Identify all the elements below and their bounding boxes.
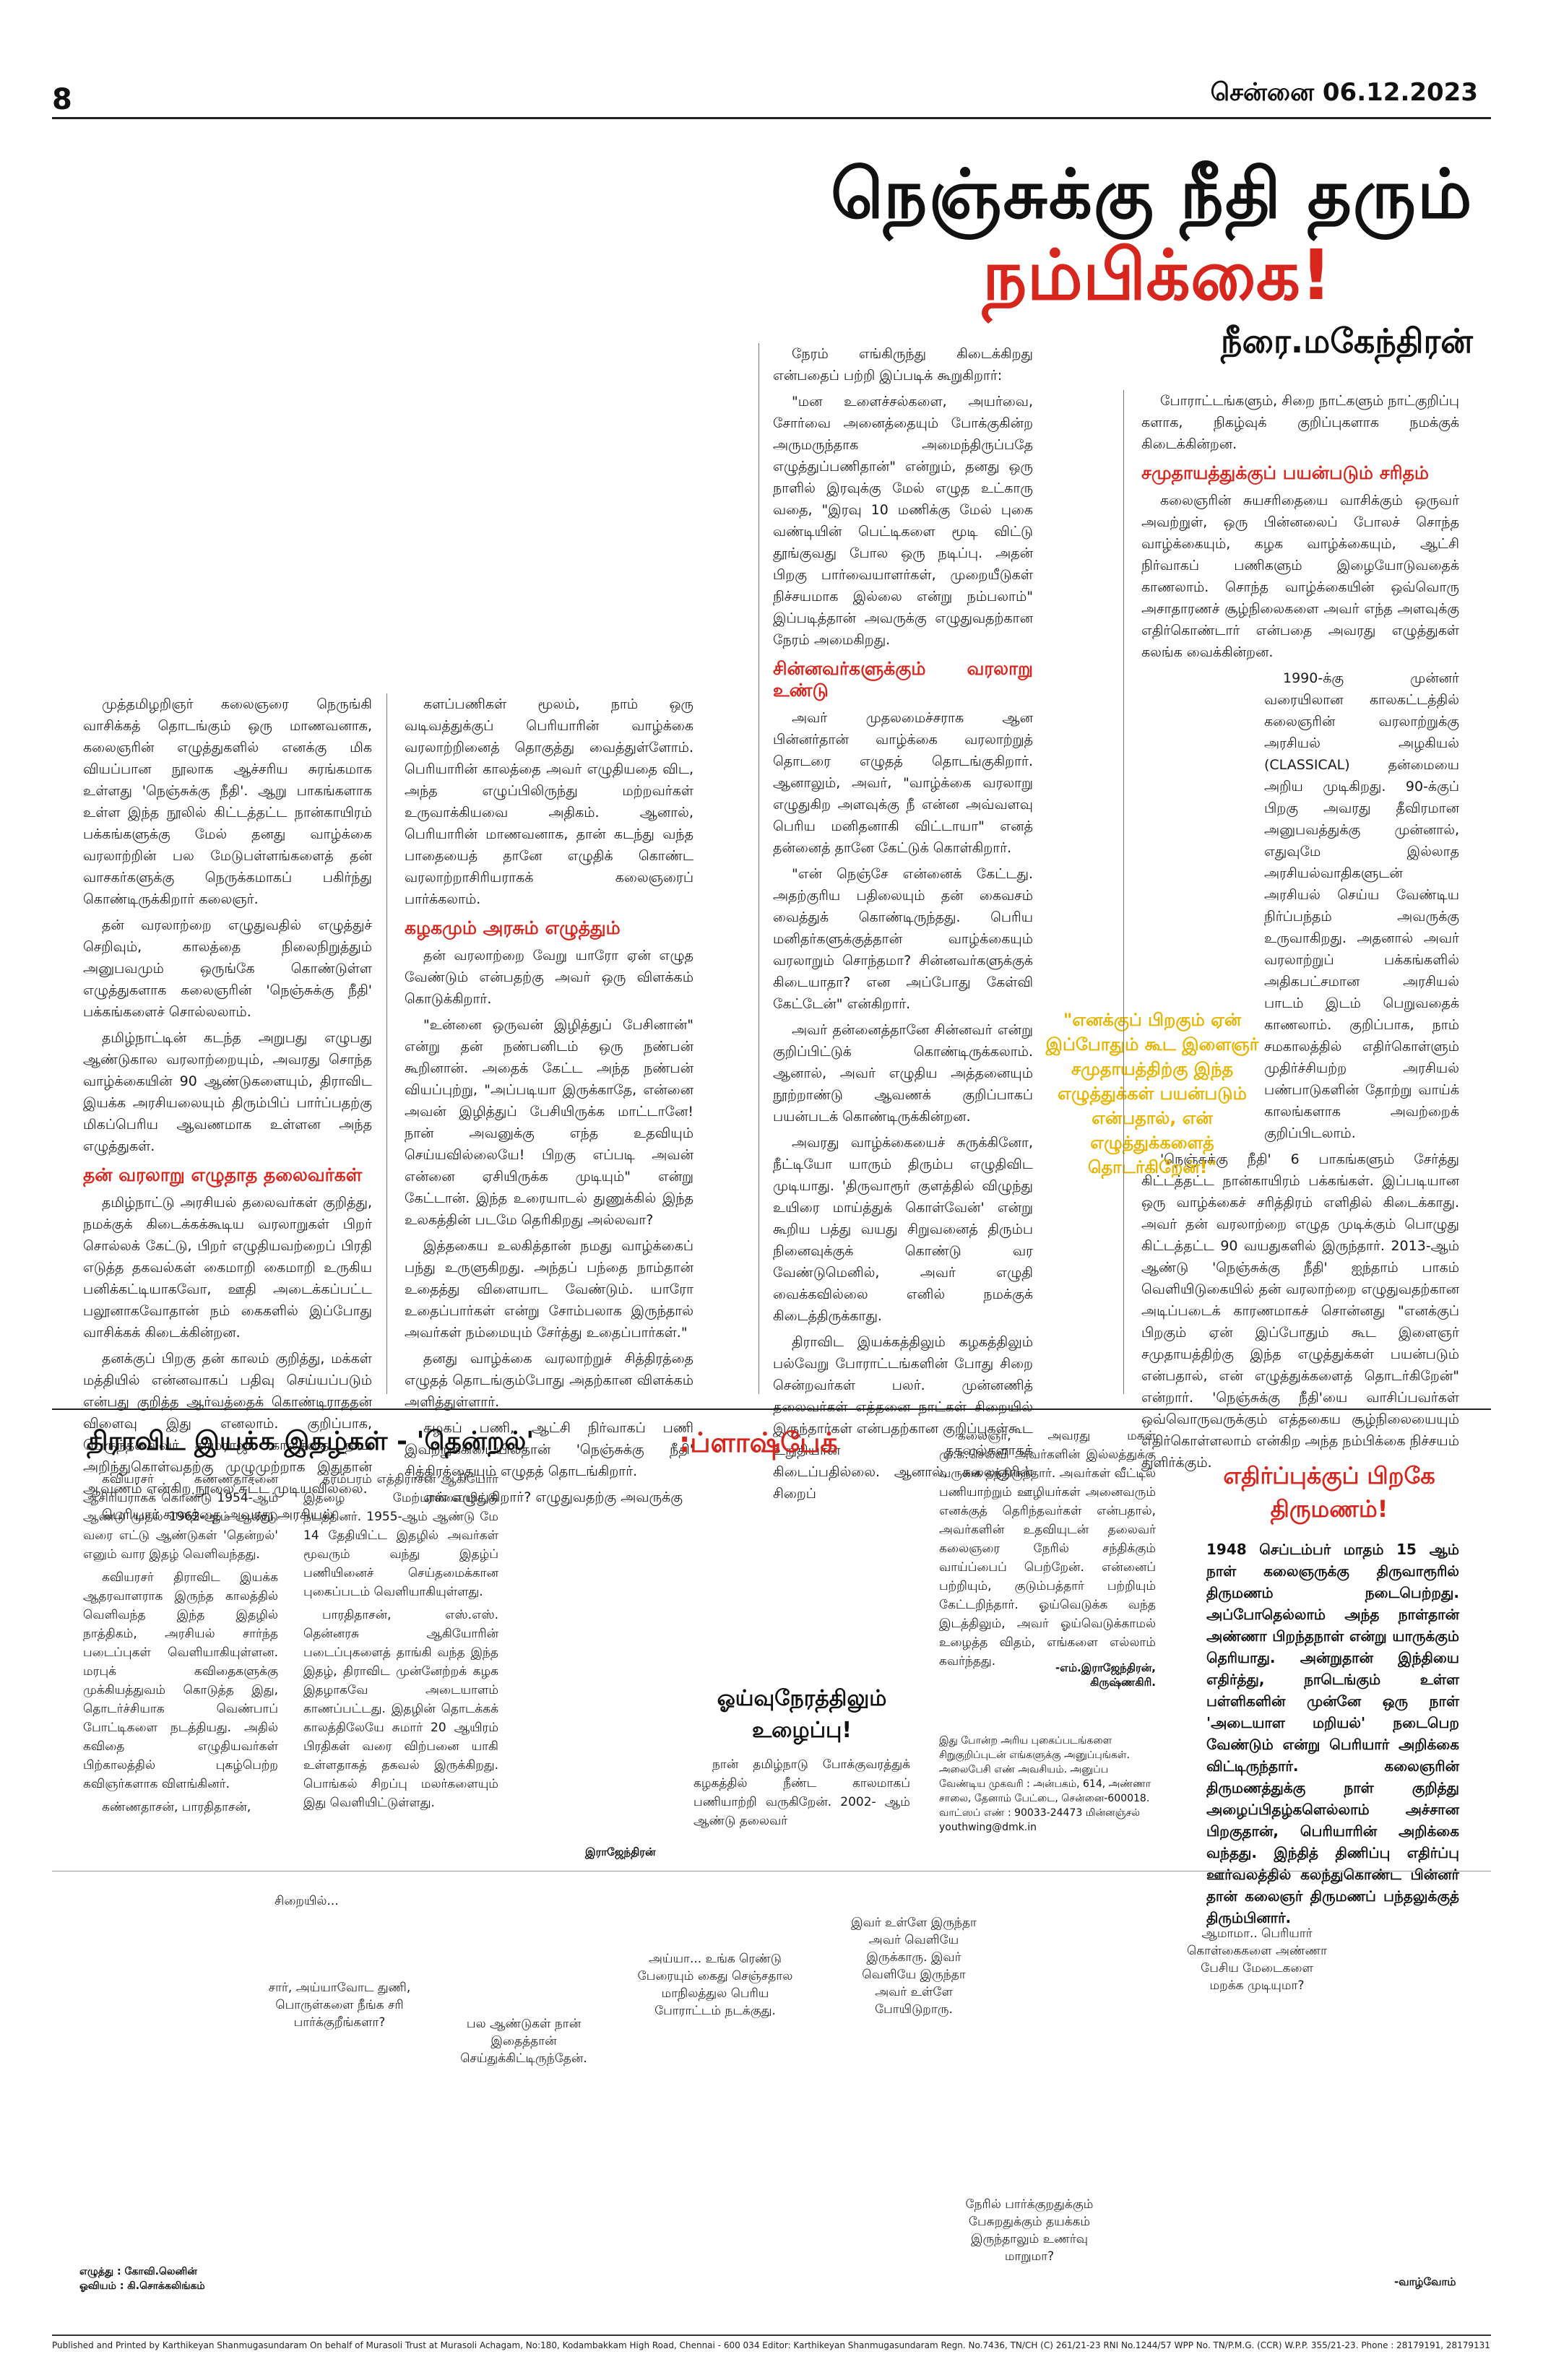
- article-column-3: நேரம் எங்கிருந்து கிடைக்கிறது என்பதைப் ப…: [773, 343, 1033, 1509]
- pull-quote: "எனக்குப் பிறகும் ஏன் இப்போதும் கூட இளைஞ…: [1045, 1010, 1259, 1177]
- paragraph: பெரியார் காலத்தை அவரது அரசியல்: [102, 1507, 334, 1523]
- paragraph: கலைஞரின் சுயசரிதையை வாசிக்கும் ஒருவர் அவ…: [1141, 493, 1459, 660]
- comic-bubble: அய்யா... உங்க ரெண்டு பேரையும் கைது செஞ்ச…: [637, 1952, 793, 2018]
- comic-bubble: ஆமாமா.. பெரியார் கொள்கைகளை அண்ணா பேசிய ம…: [1186, 1926, 1328, 1993]
- article-column-2: களப்பணிகள் மூலம், நாம் ஒரு வடிவத்துக்குப…: [405, 693, 693, 1513]
- paragraph: "உன்னை ஒருவன் இழித்துப் பேசினான்" என்று …: [405, 1017, 693, 1228]
- paragraph: அவரது வாழ்க்கையைச் சுருக்கினோ, நீட்டியோ …: [773, 1135, 1033, 1324]
- imprint-line: Published and Printed by Karthikeyan Sha…: [52, 2340, 1490, 2350]
- article-column-4: போராட்டங்களும், சிறை நாட்களும் நாட்குறிப…: [1141, 390, 1459, 1478]
- flashback-signature: -எம்.இராஜேந்திரன், கிருஷ்ணகிரி.: [1055, 1661, 1156, 1689]
- paragraph: கலைஞர், அவரது மகள் மு.க.செல்வி அவர்களின்…: [939, 1429, 1156, 1669]
- ethir-title-line1: எதிர்ப்புக்குப் பிறகே: [1223, 1462, 1435, 1489]
- paragraph: தன் வரலாற்றை எழுதுவதில் எழுத்துச் செறிவு…: [83, 917, 372, 1020]
- paragraph: "மன உளைச்சல்களை, அயர்வை, சோர்வை அனைத்தைய…: [773, 394, 1033, 648]
- paragraph: களப்பணிகள் மூலம், நாம் ஒரு வடிவத்துக்குப…: [405, 696, 693, 907]
- paragraph: தனக்குப் பிறகு தன் காலம் குறித்து, மக்கள…: [83, 1351, 372, 1497]
- article-column-1: முத்தமிழறிஞர் கலைஞரை நெருங்கி வாசிக்கத் …: [83, 693, 372, 1530]
- ethir-text: 1948 செப்டம்பர் மாதம் 15 ஆம் நாள் கலைஞரு…: [1206, 1541, 1459, 1926]
- paragraph: கவியரசர் திராவிட இயக்க ஆதரவாளராக இருந்த …: [83, 1570, 278, 1791]
- flashback-text: கலைஞர், அவரது மகள் மு.க.செல்வி அவர்களின்…: [939, 1427, 1156, 1675]
- credit-writer: எழுத்து : கோவி.லெனின்: [79, 2266, 197, 2277]
- byline: நீரை.மகேந்திரன்: [1221, 321, 1473, 360]
- comic-bubble: நேரில் பார்க்குறதுக்கும் பேசுறதுக்கும் த…: [965, 2197, 1094, 2264]
- header-rule: [52, 117, 1491, 119]
- subheading: தன் வரலாறு எழுதாத தலைவர்கள்: [83, 1164, 363, 1185]
- paragraph: அவர் முதலமைச்சராக ஆன பின்னர்தான் வாழ்க்க…: [773, 710, 1033, 856]
- flashback-title: :ப்ளாஷ்பேக்: [679, 1427, 838, 1458]
- column-rule: [386, 693, 387, 1394]
- oyvu-title-line1: ஓய்வுநேரத்திலும்: [717, 1686, 887, 1711]
- footer-rule: [52, 2334, 1491, 2336]
- subheading: சமுதாயத்துக்குப் பயன்படும் சரிதம்: [1141, 462, 1429, 483]
- paragraph: 1990-க்கு முன்னர் வரையிலான காலகட்டத்தில்…: [1264, 670, 1459, 1141]
- headline-line1: நெஞ்சுக்கு நீதி தரும்: [831, 155, 1474, 234]
- paragraph: அவர் தன்னைத்தானே சின்னவர் என்று குறிப்பி…: [773, 1022, 1033, 1125]
- dateline: சென்னை 06.12.2023: [1210, 78, 1478, 107]
- ethir-title: எதிர்ப்புக்குப் பிறகே திருமணம்!: [1206, 1459, 1452, 1526]
- comic-bubble: இவர் உள்ளே இருந்தா அவர் வெளியே இருக்காரு…: [851, 1916, 977, 2017]
- page-number: 8: [52, 83, 72, 116]
- paragraph: திராவிட இயக்கத்திலும் கழகத்திலும் பல்வேற…: [773, 1334, 1033, 1502]
- section-rule: [52, 1408, 1491, 1410]
- comic-bubble: பல ஆண்டுகள் நான் இதைத்தான் செய்துக்கிட்ட…: [460, 2017, 587, 2066]
- paragraph: போராட்டங்களும், சிறை நாட்களும் நாட்குறிப…: [1141, 393, 1459, 452]
- comic-signoff: -வாழ்வோம்: [1394, 2275, 1456, 2288]
- oyvu-title: ஓய்வுநேரத்திலும் உழைப்பு!: [693, 1683, 910, 1747]
- oyvu-text: நான் தமிழ்நாடு போக்குவரத்துக் கழகத்தில் …: [693, 1755, 910, 1835]
- paragraph: தமிழ்நாட்டின் கடந்த அறுபது எழுபது ஆண்டுக…: [83, 1030, 372, 1154]
- paragraph: நான் தமிழ்நாடு போக்குவரத்துக் கழகத்தில் …: [693, 1757, 910, 1828]
- column-rule: [758, 343, 759, 1394]
- comic-bubble: சிறையில்...: [275, 1894, 339, 1908]
- dravida-column-2: தாம்பரம் எத்திராசன் ஆகியோர் இதழை மேற்பார…: [303, 1470, 498, 1817]
- subheading: கழகமும் அரசும் எழுத்தும்: [405, 917, 621, 938]
- paragraph: இத்தகைய உலகித்தான் நமது வாழ்க்கைப் பந்து…: [405, 1238, 693, 1341]
- column-rule: [1123, 390, 1124, 1394]
- oyvu-title-line2: உழைப்பு!: [751, 1718, 852, 1743]
- paragraph: தமிழ்நாட்டு அரசியல் தலைவர்கள் குறித்து, …: [83, 1195, 372, 1341]
- comic-credits: எழுத்து : கோவி.லெனின் ஓவியம் : கி.சொக்கல…: [79, 2264, 205, 2293]
- dravida-column-1: கவியரசர் கண்ணதாசனை ஆசிரியராகக் கொண்டு 19…: [83, 1470, 278, 1821]
- paragraph: கழகப் பணி, ஆட்சி நிர்வாகப் பணி இவற்றுக்க…: [405, 1420, 693, 1479]
- paragraph: தன் வரலாற்றை வேறு யாரோ ஏன் எழுத வேண்டும்…: [405, 948, 693, 1007]
- subheading: சின்னவர்களுக்கும் வரலாறு உண்டு: [773, 658, 1033, 701]
- comic-bubble: சார், அய்யாவோட துணி, பொருள்களை நீங்க சரி…: [268, 1981, 411, 2030]
- submission-notice: இது போன்ற அரிய புகைப்படங்களை சிறுகுறிப்ப…: [939, 1735, 1151, 1833]
- paragraph: தனது வாழ்க்கை வரலாற்றுச் சித்திரத்தை எழு…: [405, 1351, 693, 1410]
- dravida-signature: இராஜேந்திரன்: [585, 1845, 656, 1858]
- paragraph: தாம்பரம் எத்திராசன் ஆகியோர் இதழை மேற்பார…: [303, 1472, 498, 1599]
- paragraph: பாரதிதாசன், எஸ்.எஸ். தென்னரசு ஆகியோரின் …: [303, 1608, 498, 1810]
- credit-artist: ஓவியம் : கி.சொக்கலிங்கம்: [79, 2280, 205, 2292]
- ethir-title-line2: திருமணம்!: [1270, 1495, 1388, 1523]
- headline-line2: நம்பிக்கை!: [982, 235, 1332, 316]
- paragraph: ஏன் எழுதுகிறார்? எழுதுவதற்கு அவருக்கு: [423, 1489, 683, 1505]
- dravida-title: திராவிட இயக்க இதழ்கள் - 'தென்றல்': [87, 1427, 535, 1456]
- paragraph: 'நெஞ்சுக்கு நீதி' 6 பாகங்களும் சேர்த்து …: [1141, 1151, 1459, 1471]
- paragraph: "என் நெஞ்சே என்னைக் கேட்டது. அதற்குரிய ப…: [773, 866, 1033, 1012]
- paragraph: கண்ணதாசன், பாரதிதாசன்,: [102, 1800, 251, 1814]
- paragraph: நேரம் எங்கிருந்து கிடைக்கிறது என்பதைப் ப…: [773, 346, 1033, 384]
- paragraph: கவியரசர் கண்ணதாசனை ஆசிரியராகக் கொண்டு 19…: [83, 1472, 278, 1562]
- paragraph: முத்தமிழறிஞர் கலைஞரை நெருங்கி வாசிக்கத் …: [83, 696, 372, 907]
